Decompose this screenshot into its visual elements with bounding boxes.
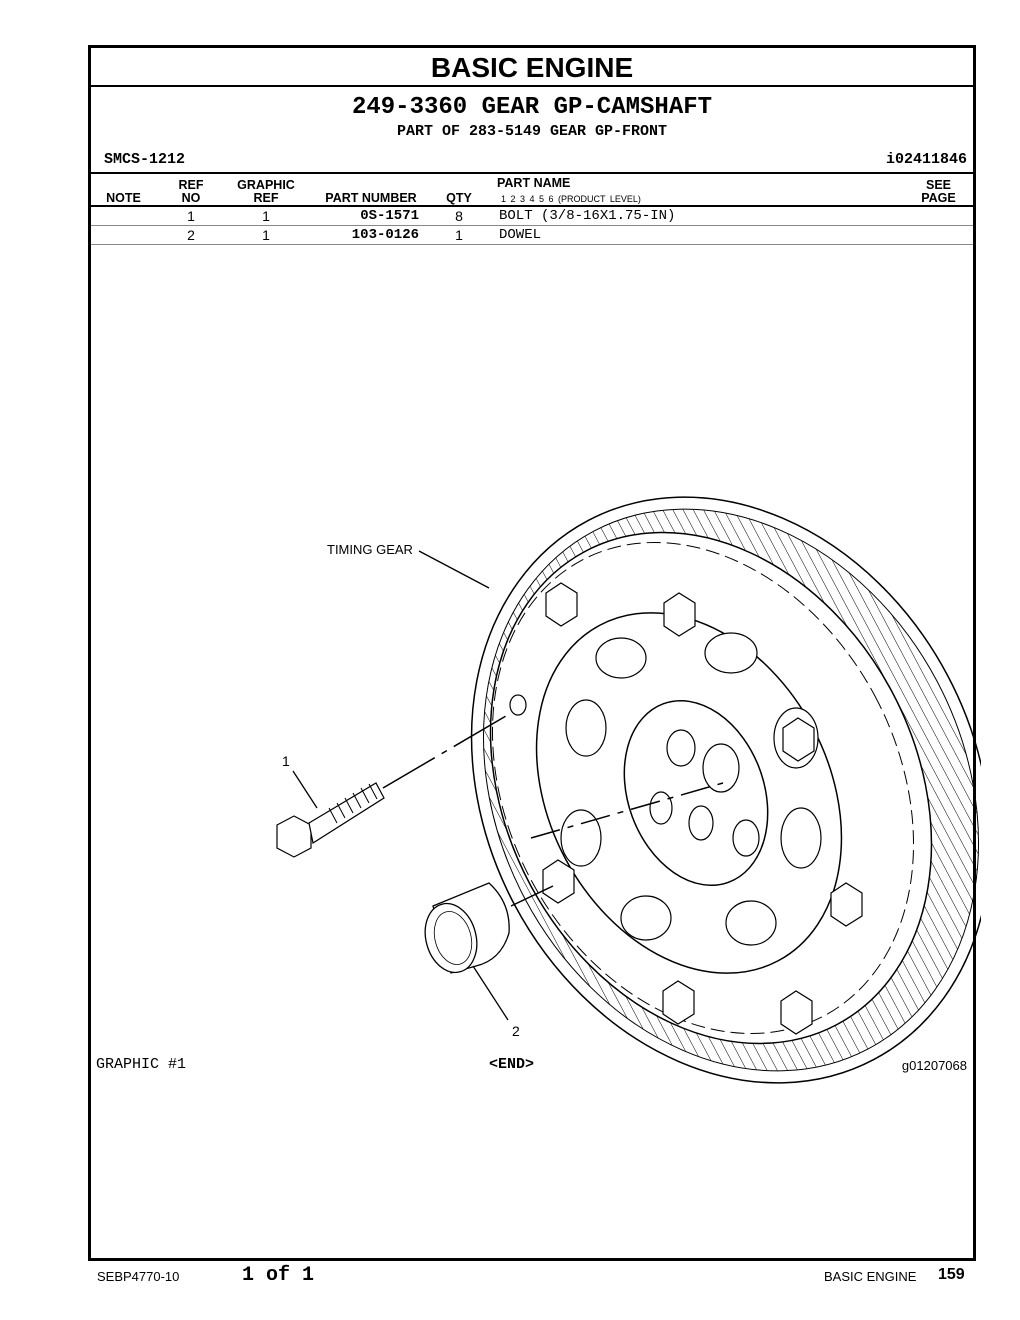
callout-timing-gear: TIMING GEAR [327, 542, 413, 557]
footer-page-of: 1 of 1 [242, 1264, 315, 1287]
row-qty: 1 [455, 227, 463, 243]
row-qty: 8 [455, 208, 463, 224]
row-part-name: BOLT (3/8-16X1.75-IN) [499, 208, 676, 224]
header-ref-bottom: NO [181, 191, 201, 205]
gear-hub [623, 699, 769, 887]
footer-section: BASIC ENGINE [824, 1269, 917, 1284]
header-graphic-bottom: REF [253, 191, 279, 205]
row-part-name: DOWEL [499, 227, 542, 243]
row-part-number: 0S-1571 [360, 208, 419, 224]
graphic-id: g01207068 [901, 1058, 967, 1073]
graphic-label: GRAPHIC #1 [96, 1056, 187, 1073]
group-title: 249-3360 GEAR GP-CAMSHAFT [351, 94, 713, 121]
header-part-number: PART NUMBER [325, 191, 417, 205]
gear-hole [595, 637, 647, 679]
page-frame: BASIC ENGINE 249-3360 GEAR GP-CAMSHAFT P… [88, 45, 981, 1261]
row-divider [91, 225, 973, 226]
footer-page-number: 159 [938, 1266, 965, 1283]
header-see-top: SEE [925, 178, 951, 192]
header-qty: QTY [446, 191, 472, 205]
illustration-id: i02411846 [885, 151, 967, 168]
gear-bolt-heads [542, 582, 863, 1035]
row-graphic-ref: 1 [262, 227, 270, 243]
header-see-bottom: PAGE [921, 191, 956, 205]
footer-doc-number: SEBP4770-10 [97, 1269, 180, 1284]
smcs-code: SMCS-1212 [104, 151, 186, 168]
end-label: <END> [489, 1056, 535, 1073]
row-divider [91, 244, 973, 245]
dowel-part [424, 882, 510, 974]
callout-item-2: 2 [512, 1023, 520, 1039]
callout-item-1: 1 [282, 753, 290, 769]
group-subtitle: PART OF 283-5149 GEAR GP-FRONT [396, 123, 668, 140]
header-ref-top: REF [178, 178, 204, 192]
header-graphic-top: GRAPHIC [237, 178, 295, 192]
bolt-part [276, 782, 385, 858]
header-note: NOTE [106, 191, 141, 205]
header-part-name: PART NAME [497, 176, 571, 190]
row-ref-no: 2 [187, 227, 195, 243]
row-part-number: 103-0126 [351, 227, 419, 243]
header-bottom-rule [91, 205, 973, 207]
header-top-rule [91, 172, 973, 174]
exploded-view-drawing: TIMING GEAR 1 2 [276, 496, 981, 1084]
row-graphic-ref: 1 [262, 208, 270, 224]
row-ref-no: 1 [187, 208, 195, 224]
header-product-levels: 1 2 3 4 5 6 (PRODUCT LEVEL) [501, 194, 641, 204]
section-title: BASIC ENGINE [91, 48, 973, 87]
